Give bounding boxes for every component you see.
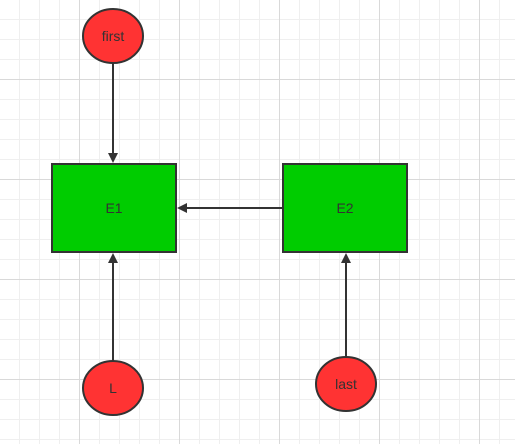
- node-e2[interactable]: E2: [282, 163, 408, 253]
- node-first-label: first: [102, 28, 125, 44]
- node-first-shape: [82, 8, 144, 64]
- node-e2-shape: [282, 163, 408, 253]
- node-e2-label: E2: [336, 200, 353, 216]
- node-first[interactable]: first: [82, 8, 144, 64]
- node-l-shape: [82, 360, 144, 416]
- node-last[interactable]: last: [315, 356, 377, 412]
- node-last-shape: [315, 356, 377, 412]
- node-l-label: L: [109, 380, 117, 396]
- node-e1-label: E1: [105, 200, 122, 216]
- node-e1-shape: [51, 163, 177, 253]
- node-last-label: last: [335, 376, 357, 392]
- node-e1[interactable]: E1: [51, 163, 177, 253]
- node-l[interactable]: L: [82, 360, 144, 416]
